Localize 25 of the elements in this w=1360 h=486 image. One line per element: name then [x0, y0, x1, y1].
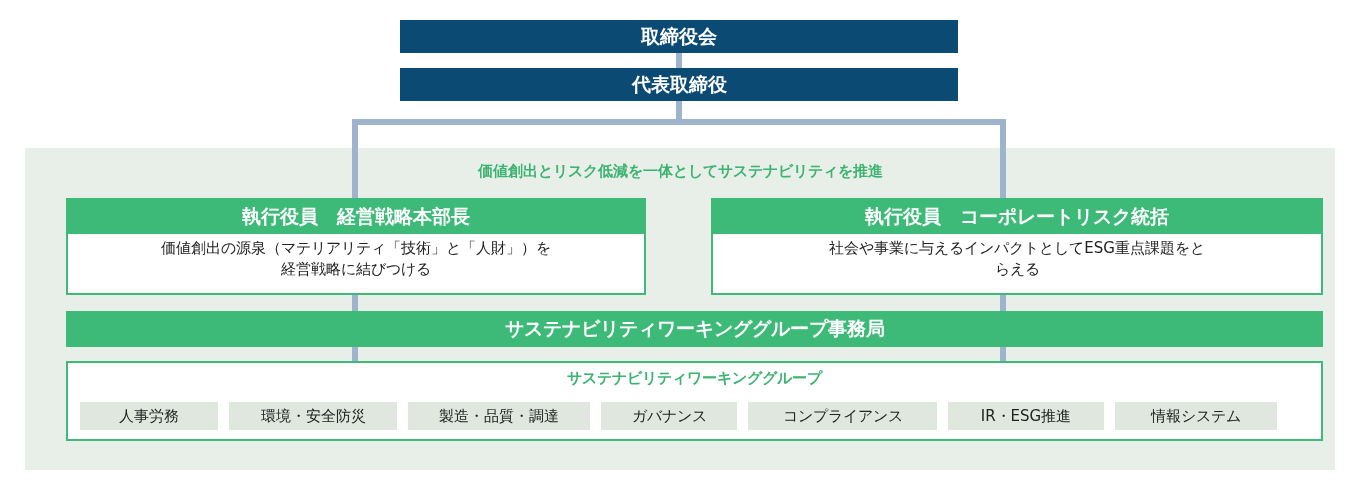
board-box: 代表取締役	[400, 68, 958, 101]
working-group-item: 環境・安全防災	[229, 402, 397, 430]
card-description: 社会や事業に与えるインパクトとしてESG重点課題をとらえる	[828, 238, 1206, 280]
working-group-item: ガバナンス	[601, 402, 737, 430]
working-group-item: 製造・品質・調達	[408, 402, 590, 430]
working-group-item: 人事労務	[80, 402, 218, 430]
working-group-item: 情報システム	[1115, 402, 1277, 430]
sustainability-panel	[25, 148, 1335, 470]
connector-line	[352, 347, 358, 361]
card-description: 価値創出の源泉（マテリアリティ「技術」と「人財」）を経営戦略に結びつける	[160, 238, 552, 280]
panel-heading: 価値創出とリスク低減を一体としてサステナビリティを推進	[476, 162, 884, 181]
group-heading: サステナビリティワーキンググループ	[566, 369, 824, 388]
working-group-item: コンプライアンス	[748, 402, 937, 430]
board-box: 取締役会	[400, 20, 958, 53]
connector-line	[352, 295, 358, 311]
executive-card	[711, 198, 1323, 295]
secretariat-bar: サステナビリティワーキンググループ事務局	[66, 311, 1323, 347]
executive-card	[66, 198, 646, 295]
connector-line	[676, 53, 682, 68]
card-heading: 執行役員 経営戦略本部長	[68, 200, 644, 234]
connector-line	[1000, 295, 1006, 311]
working-group-box	[66, 361, 1323, 441]
card-heading: 執行役員 コーポレートリスク統括	[713, 200, 1321, 234]
working-group-item: IR・ESG推進	[948, 402, 1104, 430]
connector-line	[1000, 347, 1006, 361]
